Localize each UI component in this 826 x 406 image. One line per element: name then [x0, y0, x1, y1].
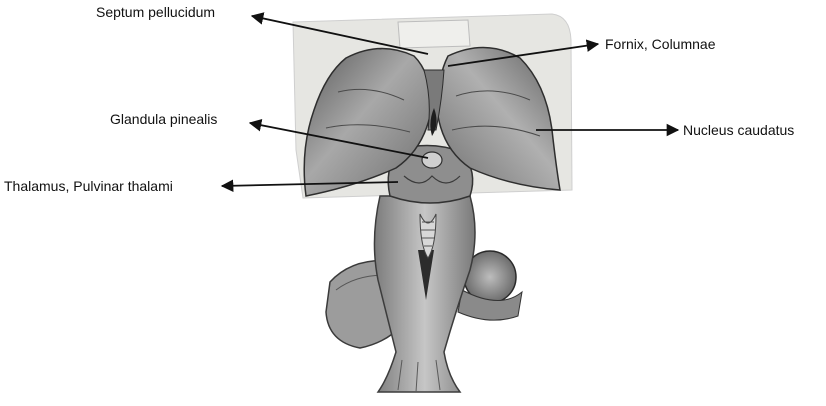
label-fornix-columnae: Fornix, Columnae — [605, 36, 716, 52]
label-nucleus-caudatus: Nucleus caudatus — [683, 122, 794, 138]
brainstem — [374, 196, 475, 392]
label-septum-pellucidum: Septum pellucidum — [96, 4, 215, 20]
label-glandula-pinealis: Glandula pinealis — [110, 111, 217, 127]
label-thalamus-pulvinar: Thalamus, Pulvinar thalami — [4, 178, 173, 194]
